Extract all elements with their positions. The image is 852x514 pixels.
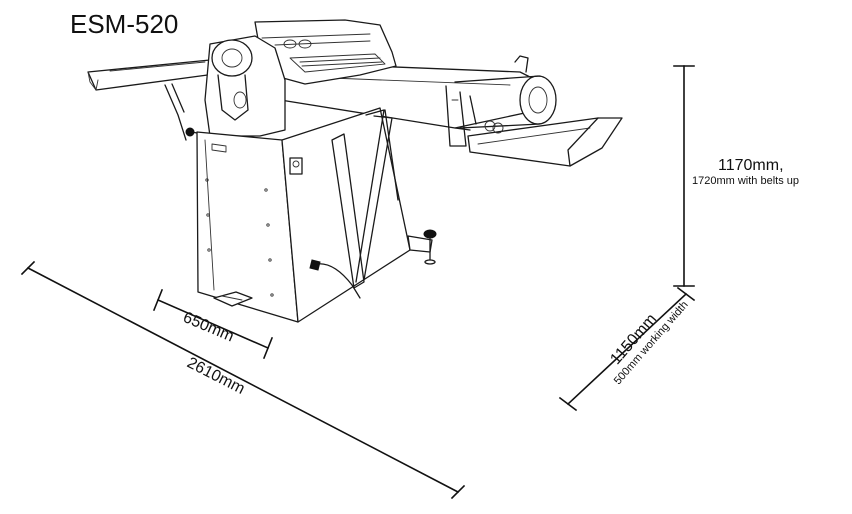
cabinet-rivets (205, 178, 274, 297)
roller-head-housing (254, 19, 397, 85)
right-conveyor-tray (467, 117, 623, 167)
length-label: 2610mm (184, 354, 247, 397)
power-cord (309, 259, 361, 299)
height-dimension-line (673, 65, 695, 287)
support-struts (331, 85, 467, 289)
depth-dimension-line (558, 286, 696, 412)
length-dimension-line (20, 260, 466, 500)
left-conveyor-tray (87, 59, 216, 141)
cabinet-base (196, 107, 411, 323)
model-title: ESM-520 (70, 9, 178, 39)
right-roller (454, 55, 557, 129)
leveling-foot (407, 229, 437, 265)
side-cover (204, 35, 286, 137)
height-sublabel: 1720mm with belts up (692, 175, 799, 187)
height-label: 1170mm, (718, 157, 784, 174)
dimension-lines (20, 65, 696, 500)
width-dimension-line (152, 288, 274, 360)
conveyor-knobs (469, 95, 504, 134)
dough-sheeter-illustration (87, 19, 623, 323)
width-label: 650mm (180, 309, 236, 345)
foot-pedal[interactable] (213, 291, 253, 307)
